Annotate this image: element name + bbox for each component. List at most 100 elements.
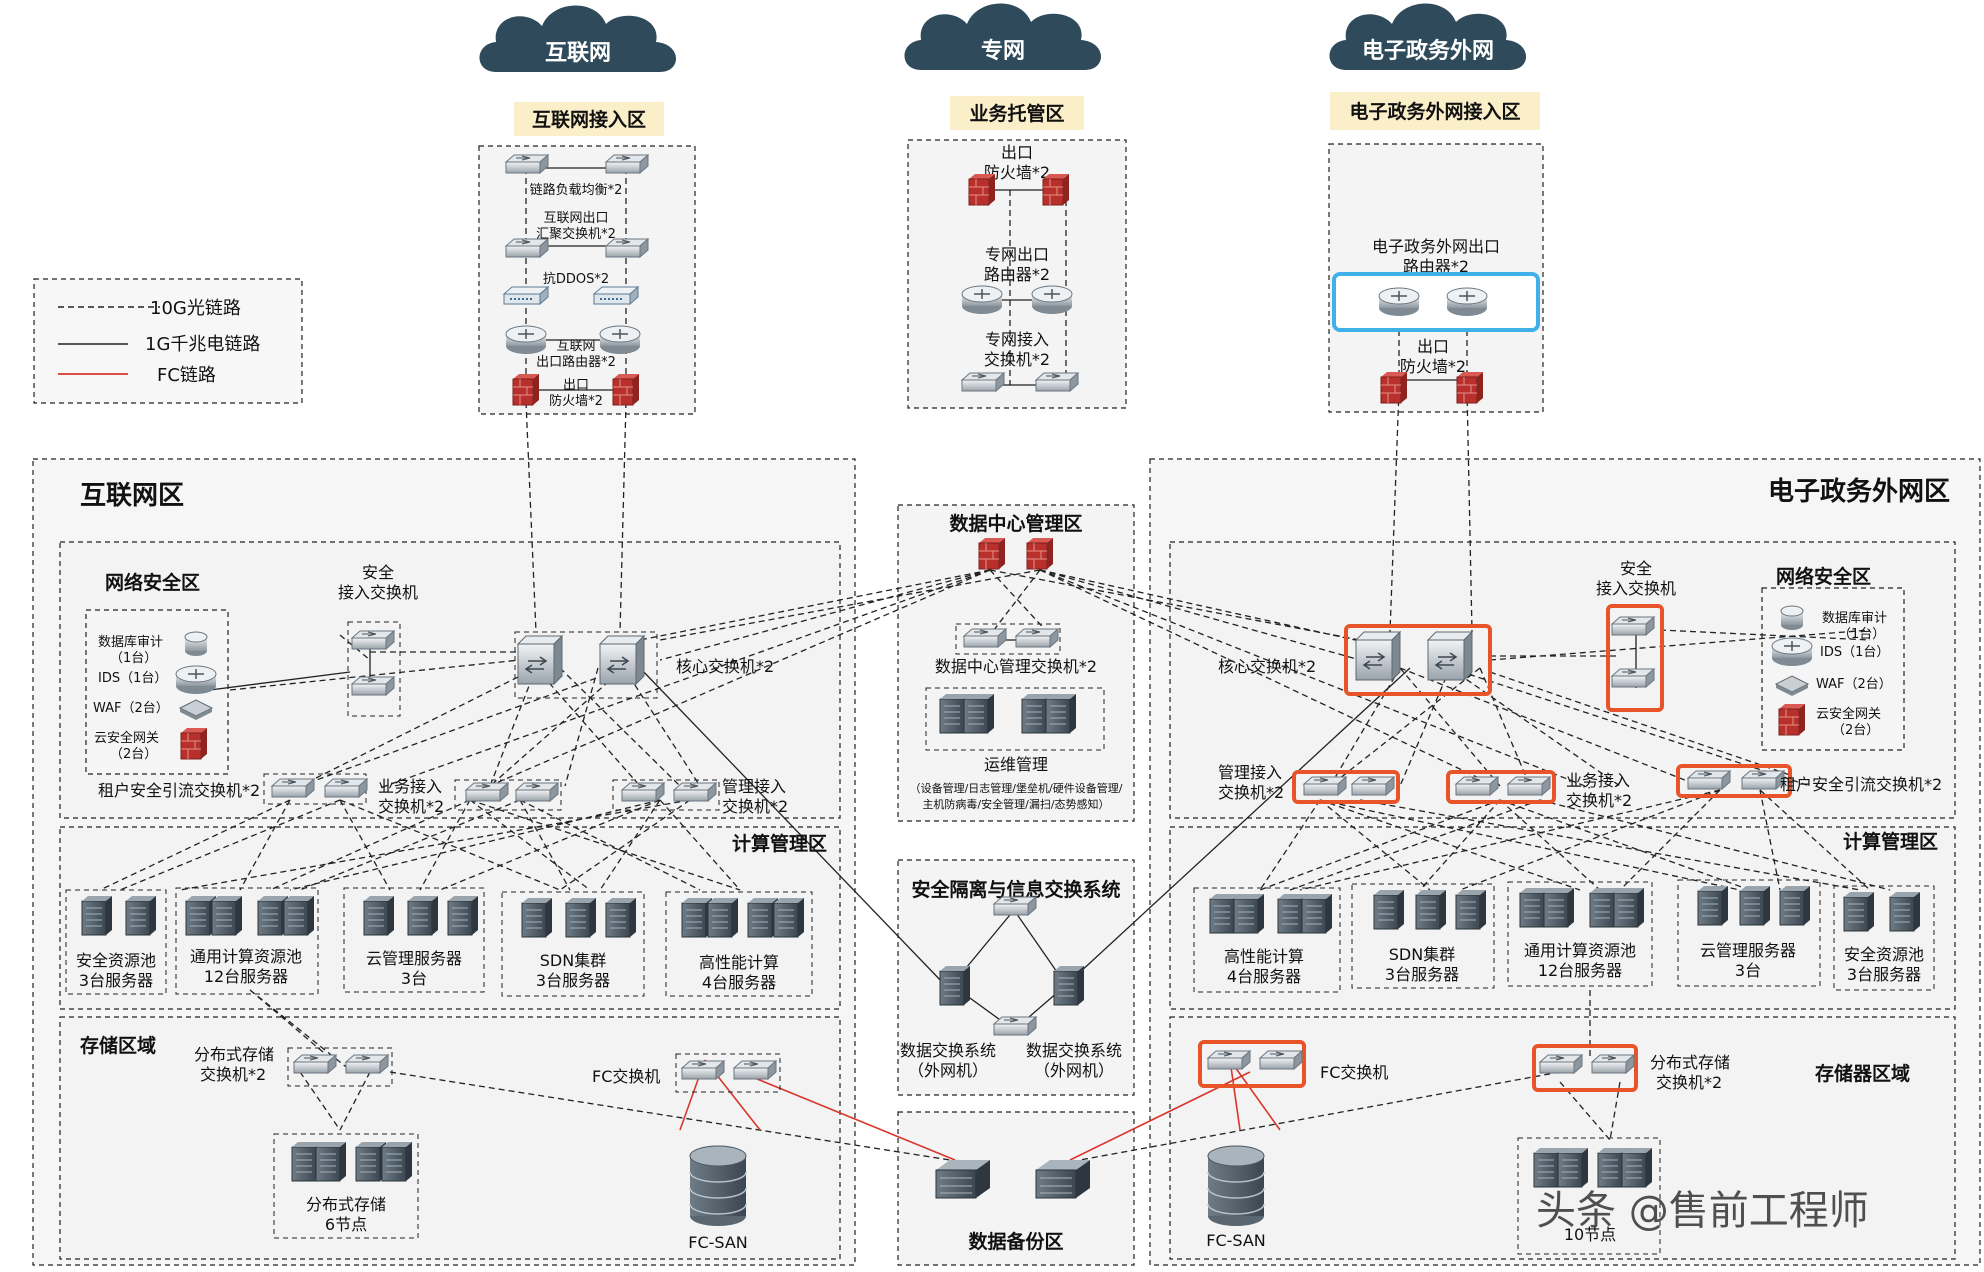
dc-mgmt-frame: [897, 504, 1135, 822]
svg-text:网络安全区: 网络安全区: [1776, 565, 1871, 588]
svg-text:交换机*2: 交换机*2: [1656, 1073, 1722, 1092]
svg-text:交换机*2: 交换机*2: [378, 797, 444, 816]
svg-text:分布式存储: 分布式存储: [1650, 1053, 1730, 1072]
svg-text:出口: 出口: [1417, 337, 1449, 356]
svg-text:IDS（1台）: IDS（1台）: [98, 671, 167, 686]
legend-fc: FC链路: [157, 365, 216, 386]
svg-text:10节点: 10节点: [1564, 1225, 1616, 1244]
svg-text:（外网机）: （外网机）: [1034, 1061, 1114, 1080]
svg-text:安全: 安全: [362, 563, 394, 582]
svg-text:云管理服务器: 云管理服务器: [366, 949, 462, 968]
svg-text:交换机*2: 交换机*2: [1566, 791, 1632, 810]
svg-text:防火墙*2: 防火墙*2: [984, 163, 1050, 182]
internet-zone: 互联网区 网络安全区 数据库审计 （1台） IDS（1台） WAF（2台） 云安…: [65, 481, 827, 1252]
svg-text:交换机*2: 交换机*2: [722, 797, 788, 816]
svg-text:数据交换系统: 数据交换系统: [1026, 1041, 1122, 1060]
svg-text:存储区域: 存储区域: [80, 1034, 156, 1057]
svg-text:管理接入: 管理接入: [722, 777, 786, 796]
svg-text:3台服务器: 3台服务器: [1385, 965, 1459, 984]
svg-text:出口: 出口: [1001, 143, 1033, 162]
legend-10g: 10G光链路: [150, 298, 241, 319]
svg-text:SDN集群: SDN集群: [1389, 945, 1455, 964]
svg-text:分布式存储: 分布式存储: [306, 1195, 386, 1214]
cloud-internet-label: 互联网: [545, 41, 611, 66]
dc-mgmt-zone: 数据中心管理区 数据中心管理交换机*2 运维管理 （设备管理/日志管理/堡垒机/…: [910, 512, 1123, 811]
svg-text:核心交换机*2: 核心交换机*2: [676, 657, 774, 676]
svg-text:互联网出口: 互联网出口: [543, 211, 608, 226]
svg-text:FC交换机: FC交换机: [1320, 1063, 1388, 1082]
svg-text:3台: 3台: [401, 969, 427, 988]
zone-label-internet-access: 互联网接入区: [532, 109, 646, 131]
cloud-private: 专网: [904, 3, 1102, 70]
svg-text:4台服务器: 4台服务器: [1227, 967, 1301, 986]
svg-text:安全: 安全: [1620, 559, 1652, 578]
svg-text:运维管理: 运维管理: [984, 755, 1048, 774]
svg-text:分布式存储: 分布式存储: [194, 1045, 274, 1064]
hosting-frame: [907, 139, 1127, 409]
svg-text:安全资源池: 安全资源池: [1844, 945, 1924, 964]
svg-text:租户安全引流交换机*2: 租户安全引流交换机*2: [98, 781, 260, 800]
cloud-egov: 电子政务外网: [1329, 3, 1527, 70]
svg-text:4台服务器: 4台服务器: [702, 973, 776, 992]
svg-text:云安全网关: 云安全网关: [94, 730, 159, 746]
svg-text:数据中心管理区: 数据中心管理区: [949, 512, 1082, 535]
svg-text:高性能计算: 高性能计算: [1224, 947, 1304, 966]
svg-text:WAF（2台）: WAF（2台）: [1816, 677, 1892, 692]
svg-text:出口: 出口: [563, 378, 589, 393]
svg-text:安全资源池: 安全资源池: [76, 951, 156, 970]
svg-text:3台服务器: 3台服务器: [1847, 965, 1921, 984]
svg-text:3台服务器: 3台服务器: [536, 971, 610, 990]
svg-text:（2台）: （2台）: [110, 747, 157, 762]
svg-text:防火墙*2: 防火墙*2: [1400, 357, 1466, 376]
svg-text:数据备份区: 数据备份区: [968, 1230, 1063, 1253]
svg-text:业务接入: 业务接入: [1566, 771, 1630, 790]
egov-zone-title: 电子政务外网区: [1768, 476, 1950, 507]
svg-text:出口路由器*2: 出口路由器*2: [536, 354, 616, 370]
svg-text:FC-SAN: FC-SAN: [688, 1233, 748, 1252]
egov-access-devices: 电子政务外网出口 路由器*2 出口 防火墙*2: [1332, 237, 1540, 404]
svg-text:FC交换机: FC交换机: [592, 1067, 660, 1086]
svg-text:专网出口: 专网出口: [985, 245, 1049, 264]
cloud-internet: 互联网: [479, 5, 677, 72]
svg-text:通用计算资源池: 通用计算资源池: [1524, 941, 1636, 960]
svg-text:链路负载均衡*2: 链路负载均衡*2: [530, 182, 623, 198]
svg-text:电子政务外网出口: 电子政务外网出口: [1372, 237, 1500, 256]
svg-text:接入交换机: 接入交换机: [1596, 579, 1676, 598]
svg-text:交换机*2: 交换机*2: [200, 1065, 266, 1084]
svg-text:云安全网关: 云安全网关: [1816, 706, 1881, 722]
svg-text:SDN集群: SDN集群: [540, 951, 606, 970]
svg-text:（2台）: （2台）: [1832, 723, 1879, 738]
svg-text:（外网机）: （外网机）: [908, 1061, 988, 1080]
egov-zone: 电子政务外网区 网络安全区 数据库审计 （1台） IDS（1台） WAF（2台）…: [1193, 476, 1950, 1255]
svg-text:存储器区域: 存储器区域: [1815, 1062, 1910, 1085]
svg-text:安全隔离与信息交换系统: 安全隔离与信息交换系统: [911, 878, 1120, 901]
links: [99, 167, 1891, 1161]
internet-access-frame: [478, 145, 696, 415]
svg-text:数据库审计: 数据库审计: [98, 634, 163, 650]
svg-text:业务接入: 业务接入: [378, 777, 442, 796]
cloud-egov-label: 电子政务外网: [1362, 38, 1494, 64]
svg-text:3台: 3台: [1735, 961, 1761, 980]
zone-label-hosting: 业务托管区: [969, 102, 1064, 125]
svg-text:管理接入: 管理接入: [1218, 763, 1282, 782]
svg-text:交换机*2: 交换机*2: [984, 350, 1050, 369]
svg-text:防火墙*2: 防火墙*2: [549, 393, 603, 409]
backup-zone: 数据备份区: [935, 1159, 1091, 1253]
watermark: 头条 @售前工程师: [1536, 1188, 1869, 1234]
svg-text:核心交换机*2: 核心交换机*2: [1218, 657, 1316, 676]
internet-zone-title: 互联网区: [80, 481, 184, 511]
zone-frames: [32, 139, 1981, 1266]
svg-text:汇聚交换机*2: 汇聚交换机*2: [536, 226, 616, 242]
svg-text:接入交换机: 接入交换机: [338, 583, 418, 602]
svg-text:通用计算资源池: 通用计算资源池: [190, 947, 302, 966]
svg-text:租户安全引流交换机*2: 租户安全引流交换机*2: [1780, 775, 1942, 794]
svg-text:12台服务器: 12台服务器: [1538, 961, 1622, 980]
svg-text:云管理服务器: 云管理服务器: [1700, 941, 1796, 960]
svg-text:（1台）: （1台）: [110, 651, 157, 666]
svg-text:路由器*2: 路由器*2: [984, 265, 1050, 284]
svg-text:（1台）: （1台）: [1838, 627, 1885, 642]
svg-text:计算管理区: 计算管理区: [1843, 830, 1938, 853]
svg-text:计算管理区: 计算管理区: [732, 832, 827, 855]
legend-frame: [33, 278, 303, 404]
